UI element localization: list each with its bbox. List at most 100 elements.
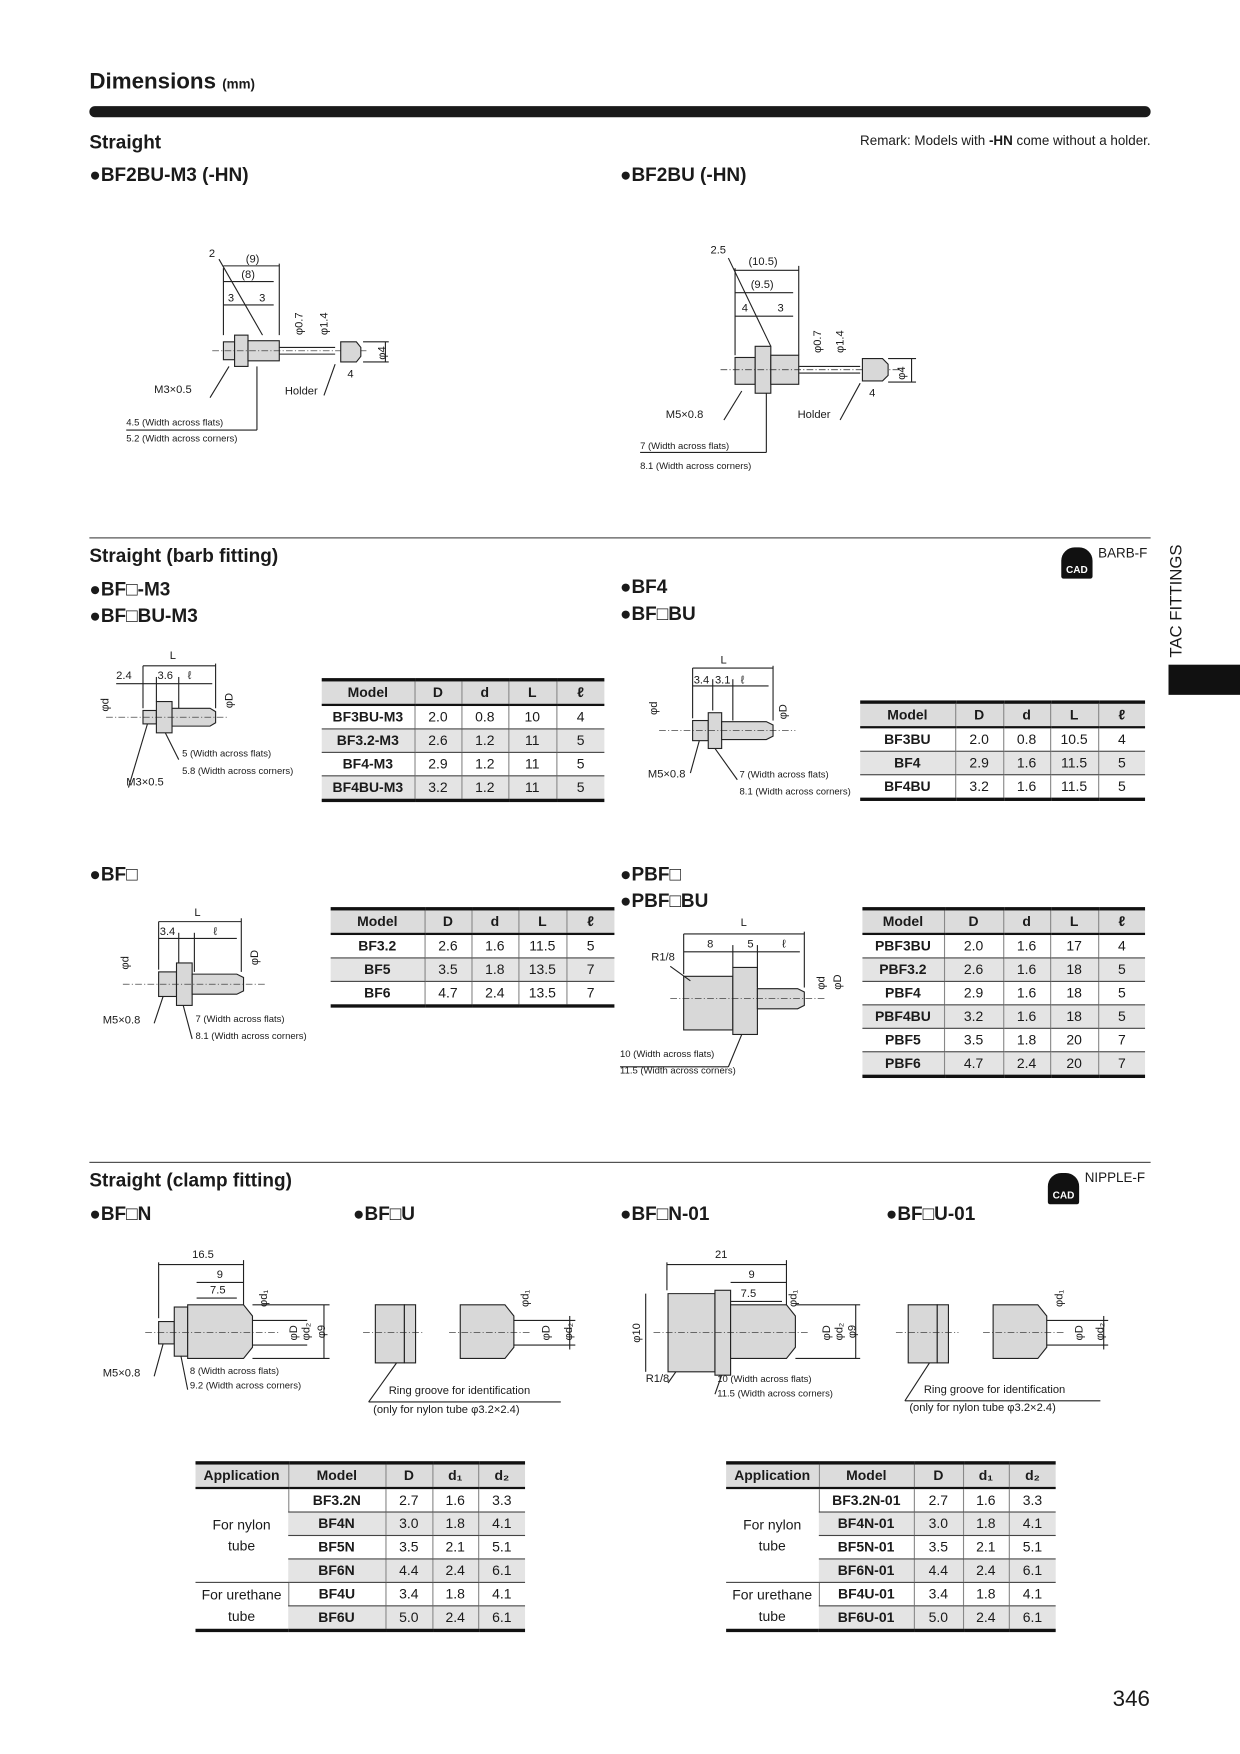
value-cell: 11 xyxy=(507,728,557,753)
dim-label: ℓ xyxy=(782,938,786,950)
dim-label: 5 xyxy=(747,938,753,950)
model-cell: BF4 xyxy=(860,751,956,776)
dim-label: ℓ xyxy=(213,926,217,938)
model-heading: ●BF2BU-M3 (-HN) xyxy=(89,164,249,186)
drawing-bf2bu-m3: 2 (9) (8) 3 3 φ0.7 φ1.4 φ4 4 M3×0.5 Hold… xyxy=(126,248,389,444)
column-header: D xyxy=(413,678,462,706)
value-cell: 3.4 xyxy=(913,1582,963,1607)
model-cell: BF4N-01 xyxy=(818,1512,914,1537)
dim-label: φD xyxy=(249,950,261,965)
column-header: L xyxy=(507,678,557,706)
column-header: d₂ xyxy=(477,1461,526,1490)
title-bar-divider xyxy=(89,106,1151,118)
value-cell: 4 xyxy=(555,704,605,730)
model-cell: BF4N xyxy=(288,1512,386,1537)
remark-suffix: come without a holder. xyxy=(1012,132,1151,149)
dim-label: φd₁ xyxy=(258,1290,270,1307)
dim-label: ℓ xyxy=(741,675,745,687)
dim-label: φd xyxy=(99,698,111,711)
model-cell: BF5 xyxy=(330,957,425,982)
value-cell: 2.1 xyxy=(431,1535,479,1560)
value-cell: 10 xyxy=(507,704,557,730)
value-cell: 11.5 xyxy=(1049,774,1099,801)
column-header: d xyxy=(460,678,509,706)
value-cell: 5.1 xyxy=(1008,1535,1056,1560)
model-cell: BF3.2N-01 xyxy=(818,1488,914,1513)
value-cell: 4.1 xyxy=(1008,1512,1056,1537)
column-header: L xyxy=(517,907,567,936)
value-cell: 2.4 xyxy=(962,1558,1009,1583)
side-tab[interactable]: TAC FITTINGS xyxy=(1162,536,1191,664)
dim-label: (only for nylon tube φ3.2×2.4) xyxy=(909,1402,1056,1414)
dim-label: 8.1 (Width across corners) xyxy=(740,786,851,797)
value-cell: 2.0 xyxy=(943,933,1004,959)
dim-label: M5×0.8 xyxy=(103,1367,141,1379)
dim-label: Ring groove for identification xyxy=(389,1385,530,1397)
value-cell: 1.8 xyxy=(431,1512,479,1537)
column-header: ℓ xyxy=(555,678,605,706)
dim-label: (9) xyxy=(246,254,260,266)
value-cell: 4.1 xyxy=(477,1582,526,1607)
dim-label: 5.2 (Width across corners) xyxy=(126,433,237,444)
column-header: ℓ xyxy=(1097,700,1146,729)
dim-label: φD xyxy=(821,1325,833,1340)
application-line: tube xyxy=(758,1537,786,1554)
value-cell: 1.6 xyxy=(962,1488,1009,1513)
value-cell: 3.2 xyxy=(413,775,462,803)
column-header: d xyxy=(1002,907,1051,936)
cad-icon[interactable]: CAD xyxy=(1061,547,1093,579)
application-line: tube xyxy=(227,1608,256,1624)
value-cell: 3.4 xyxy=(384,1582,433,1607)
dim-label: φ0.7 xyxy=(812,330,824,353)
value-cell: 1.8 xyxy=(1002,1028,1051,1053)
model-heading: ●BF□U xyxy=(353,1203,415,1225)
cad-icon[interactable]: CAD xyxy=(1047,1172,1080,1205)
dim-label: 8 xyxy=(707,938,713,950)
dim-label: 5 (Width across flats) xyxy=(182,748,271,759)
value-cell: 4.1 xyxy=(1008,1582,1056,1607)
value-cell: 1.6 xyxy=(1002,774,1051,801)
dim-label: R1/8 xyxy=(651,952,675,964)
value-cell: 4.7 xyxy=(423,981,472,1008)
dim-label: φ9 xyxy=(316,1325,328,1338)
dim-label: φd₁ xyxy=(1053,1290,1065,1307)
dim-label: Holder xyxy=(285,385,318,397)
value-cell: 4.1 xyxy=(477,1512,526,1537)
value-cell: 1.6 xyxy=(470,933,519,959)
dim-label: Ring groove for identification xyxy=(924,1384,1065,1396)
model-cell: BF6 xyxy=(330,981,425,1008)
page-number: 346 xyxy=(1112,1686,1150,1712)
value-cell: 2.4 xyxy=(470,981,519,1008)
dim-label: 7 (Width across flats) xyxy=(640,441,729,452)
value-cell: 3.2 xyxy=(943,1004,1004,1029)
dim-label: 11.5 (Width across corners) xyxy=(717,1388,833,1399)
section-title-clamp: Straight (clamp fitting) xyxy=(89,1169,292,1191)
dim-label: φD xyxy=(832,974,844,989)
drawing-bf2bu: 2.5 (10.5) (9.5) 4 3 φ0.7 φ1.4 φ4 4 M5×0… xyxy=(640,245,917,472)
value-cell: 2.1 xyxy=(962,1535,1009,1560)
column-header: Model xyxy=(818,1461,914,1490)
column-header: d₁ xyxy=(962,1461,1009,1490)
dim-label: φd₂ xyxy=(563,1323,575,1341)
model-heading: ●BF□ xyxy=(89,863,138,885)
cad-tag-clamp: NIPPLE-F xyxy=(1084,1169,1146,1186)
value-cell: 7 xyxy=(1097,1051,1146,1079)
dim-label: 5.8 (Width across corners) xyxy=(182,766,293,777)
dim-label: 11.5 (Width across corners) xyxy=(620,1066,736,1077)
dim-label: R1/8 xyxy=(646,1373,670,1385)
dim-label: 4 xyxy=(869,388,875,400)
dim-label: φ10 xyxy=(631,1323,643,1343)
dim-label: 7.5 xyxy=(210,1285,226,1297)
model-cell: BF3BU-M3 xyxy=(321,704,415,730)
remark-bold: -HN xyxy=(988,132,1013,149)
section-title-straight: Straight xyxy=(89,131,162,154)
model-cell: BF6N xyxy=(288,1558,386,1583)
